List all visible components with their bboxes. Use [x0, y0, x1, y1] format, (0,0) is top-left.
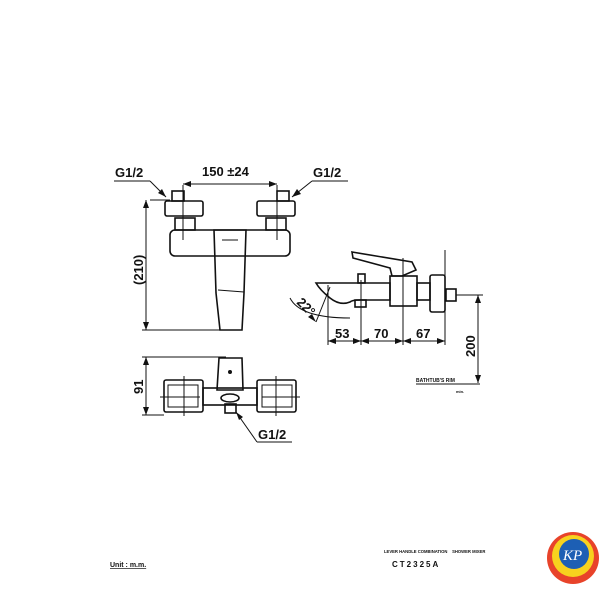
dim-53: 53 — [335, 326, 349, 341]
rim-min-label: min. — [456, 389, 464, 394]
unit-label: Unit : m.m. — [110, 562, 146, 569]
model-code: CT2325A — [392, 560, 440, 569]
logo-text: KP — [562, 548, 582, 564]
inlet-left-label: G1/2 — [115, 165, 143, 180]
dim-67: 67 — [416, 326, 430, 341]
height-dimension: (210) — [131, 255, 146, 285]
kp-logo: KP — [547, 532, 599, 584]
centers-dimension: 150 ±24 — [202, 164, 250, 179]
depth-dimension: 91 — [131, 380, 146, 394]
angle-label: 22° — [294, 295, 319, 320]
dim-70: 70 — [374, 326, 388, 341]
side-view: 22° 53 70 67 200 BATHTUB'S RIM min. — [289, 250, 483, 394]
rim-label: BATHTUB'S RIM — [416, 378, 455, 384]
height-above-rim: 200 — [463, 335, 478, 357]
front-view: G1/2 150 ±24 G1/2 (210) — [114, 164, 348, 331]
top-view: 91 G1/2 — [131, 356, 300, 443]
inlet-right-label: G1/2 — [313, 165, 341, 180]
product-description: LEVER HANDLE COMBINATION SHOWER MIXER — [384, 549, 485, 554]
outlet-label: G1/2 — [258, 427, 286, 442]
